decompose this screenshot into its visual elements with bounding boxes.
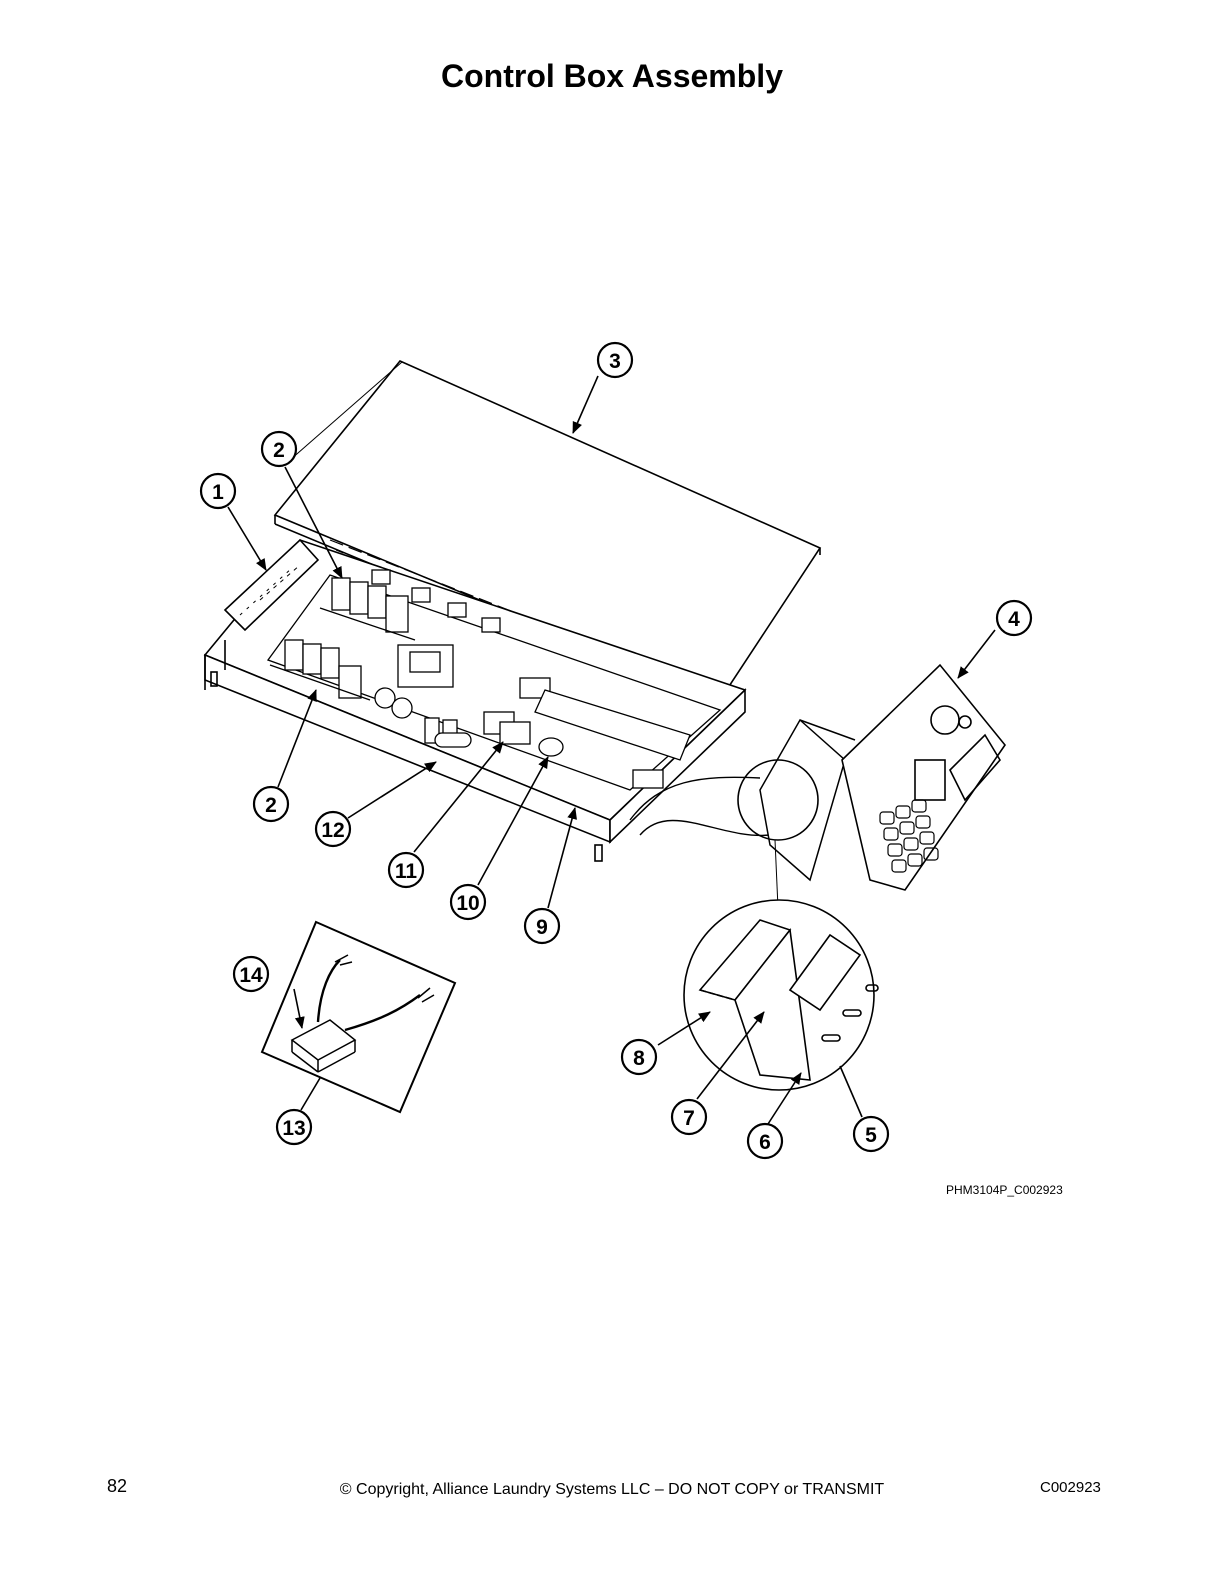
keypad-overlay — [841, 663, 1006, 891]
svg-text:3: 3 — [609, 350, 621, 373]
keypad-bracket — [759, 718, 856, 882]
inset-box — [260, 920, 457, 1114]
callout-14: 14 — [232, 955, 270, 993]
svg-text:6: 6 — [759, 1131, 771, 1154]
control-board — [266, 569, 722, 791]
document-code: C002923 — [1040, 1479, 1101, 1496]
svg-text:4: 4 — [1008, 608, 1020, 631]
callout-9: 9 — [523, 907, 561, 945]
svg-text:2: 2 — [273, 439, 285, 462]
callout-11: 11 — [387, 851, 425, 889]
relay-bank-upper — [319, 577, 416, 641]
svg-text:1: 1 — [212, 481, 224, 504]
callout-12: 12 — [314, 810, 352, 848]
figure-code: PHM3104P_C002923 — [946, 1183, 1063, 1197]
ribbon-cable — [629, 776, 771, 837]
detail-magnifier — [683, 759, 879, 1091]
svg-text:7: 7 — [683, 1107, 695, 1130]
svg-text:5: 5 — [865, 1124, 877, 1147]
svg-text:2: 2 — [265, 794, 277, 817]
callout-6: 6 — [746, 1122, 784, 1160]
callout-10: 10 — [449, 883, 487, 921]
callout-2-upper: 2 — [260, 430, 298, 468]
callout-2-lower: 2 — [252, 785, 290, 823]
svg-text:12: 12 — [321, 819, 344, 842]
relay-bank-lower — [269, 639, 371, 701]
callout-1: 1 — [199, 472, 237, 510]
callout-13: 13 — [275, 1108, 313, 1146]
copyright-notice: © Copyright, Alliance Laundry Systems LL… — [339, 1481, 885, 1498]
leader-arrows — [227, 375, 996, 1125]
callout-4: 4 — [995, 599, 1033, 637]
svg-text:10: 10 — [456, 892, 479, 915]
svg-text:13: 13 — [282, 1117, 305, 1140]
callout-3: 3 — [596, 341, 634, 379]
svg-text:9: 9 — [536, 916, 548, 939]
callout-5: 5 — [852, 1115, 890, 1153]
svg-text:8: 8 — [633, 1047, 645, 1070]
callout-7: 7 — [670, 1098, 708, 1136]
callout-8: 8 — [620, 1038, 658, 1076]
page-number: 82 — [107, 1476, 128, 1496]
page-title: Control Box Assembly — [441, 58, 783, 94]
keypad-buttons — [879, 799, 939, 873]
svg-text:14: 14 — [239, 964, 263, 987]
svg-text:11: 11 — [395, 860, 418, 883]
